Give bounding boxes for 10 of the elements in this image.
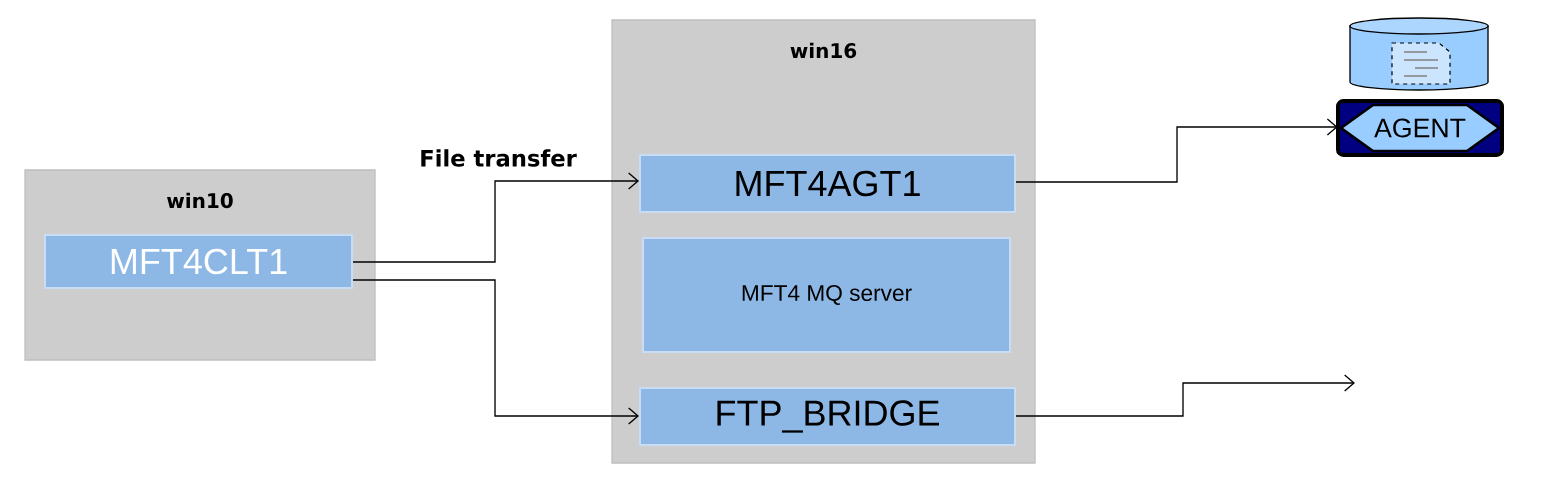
component-box: MFT4AGT1 xyxy=(639,154,1016,213)
arrow xyxy=(352,279,639,425)
arrow xyxy=(352,172,639,263)
server-box: MFT4 MQ server xyxy=(642,237,1011,353)
arrow xyxy=(1015,374,1355,417)
component-box: FTP_BRIDGE xyxy=(639,387,1016,446)
edge-label: File transfer xyxy=(417,147,579,169)
agent-banner: AGENT xyxy=(1336,99,1504,157)
component-box: MFT4CLT1 xyxy=(44,234,354,289)
arrow xyxy=(1015,118,1338,183)
